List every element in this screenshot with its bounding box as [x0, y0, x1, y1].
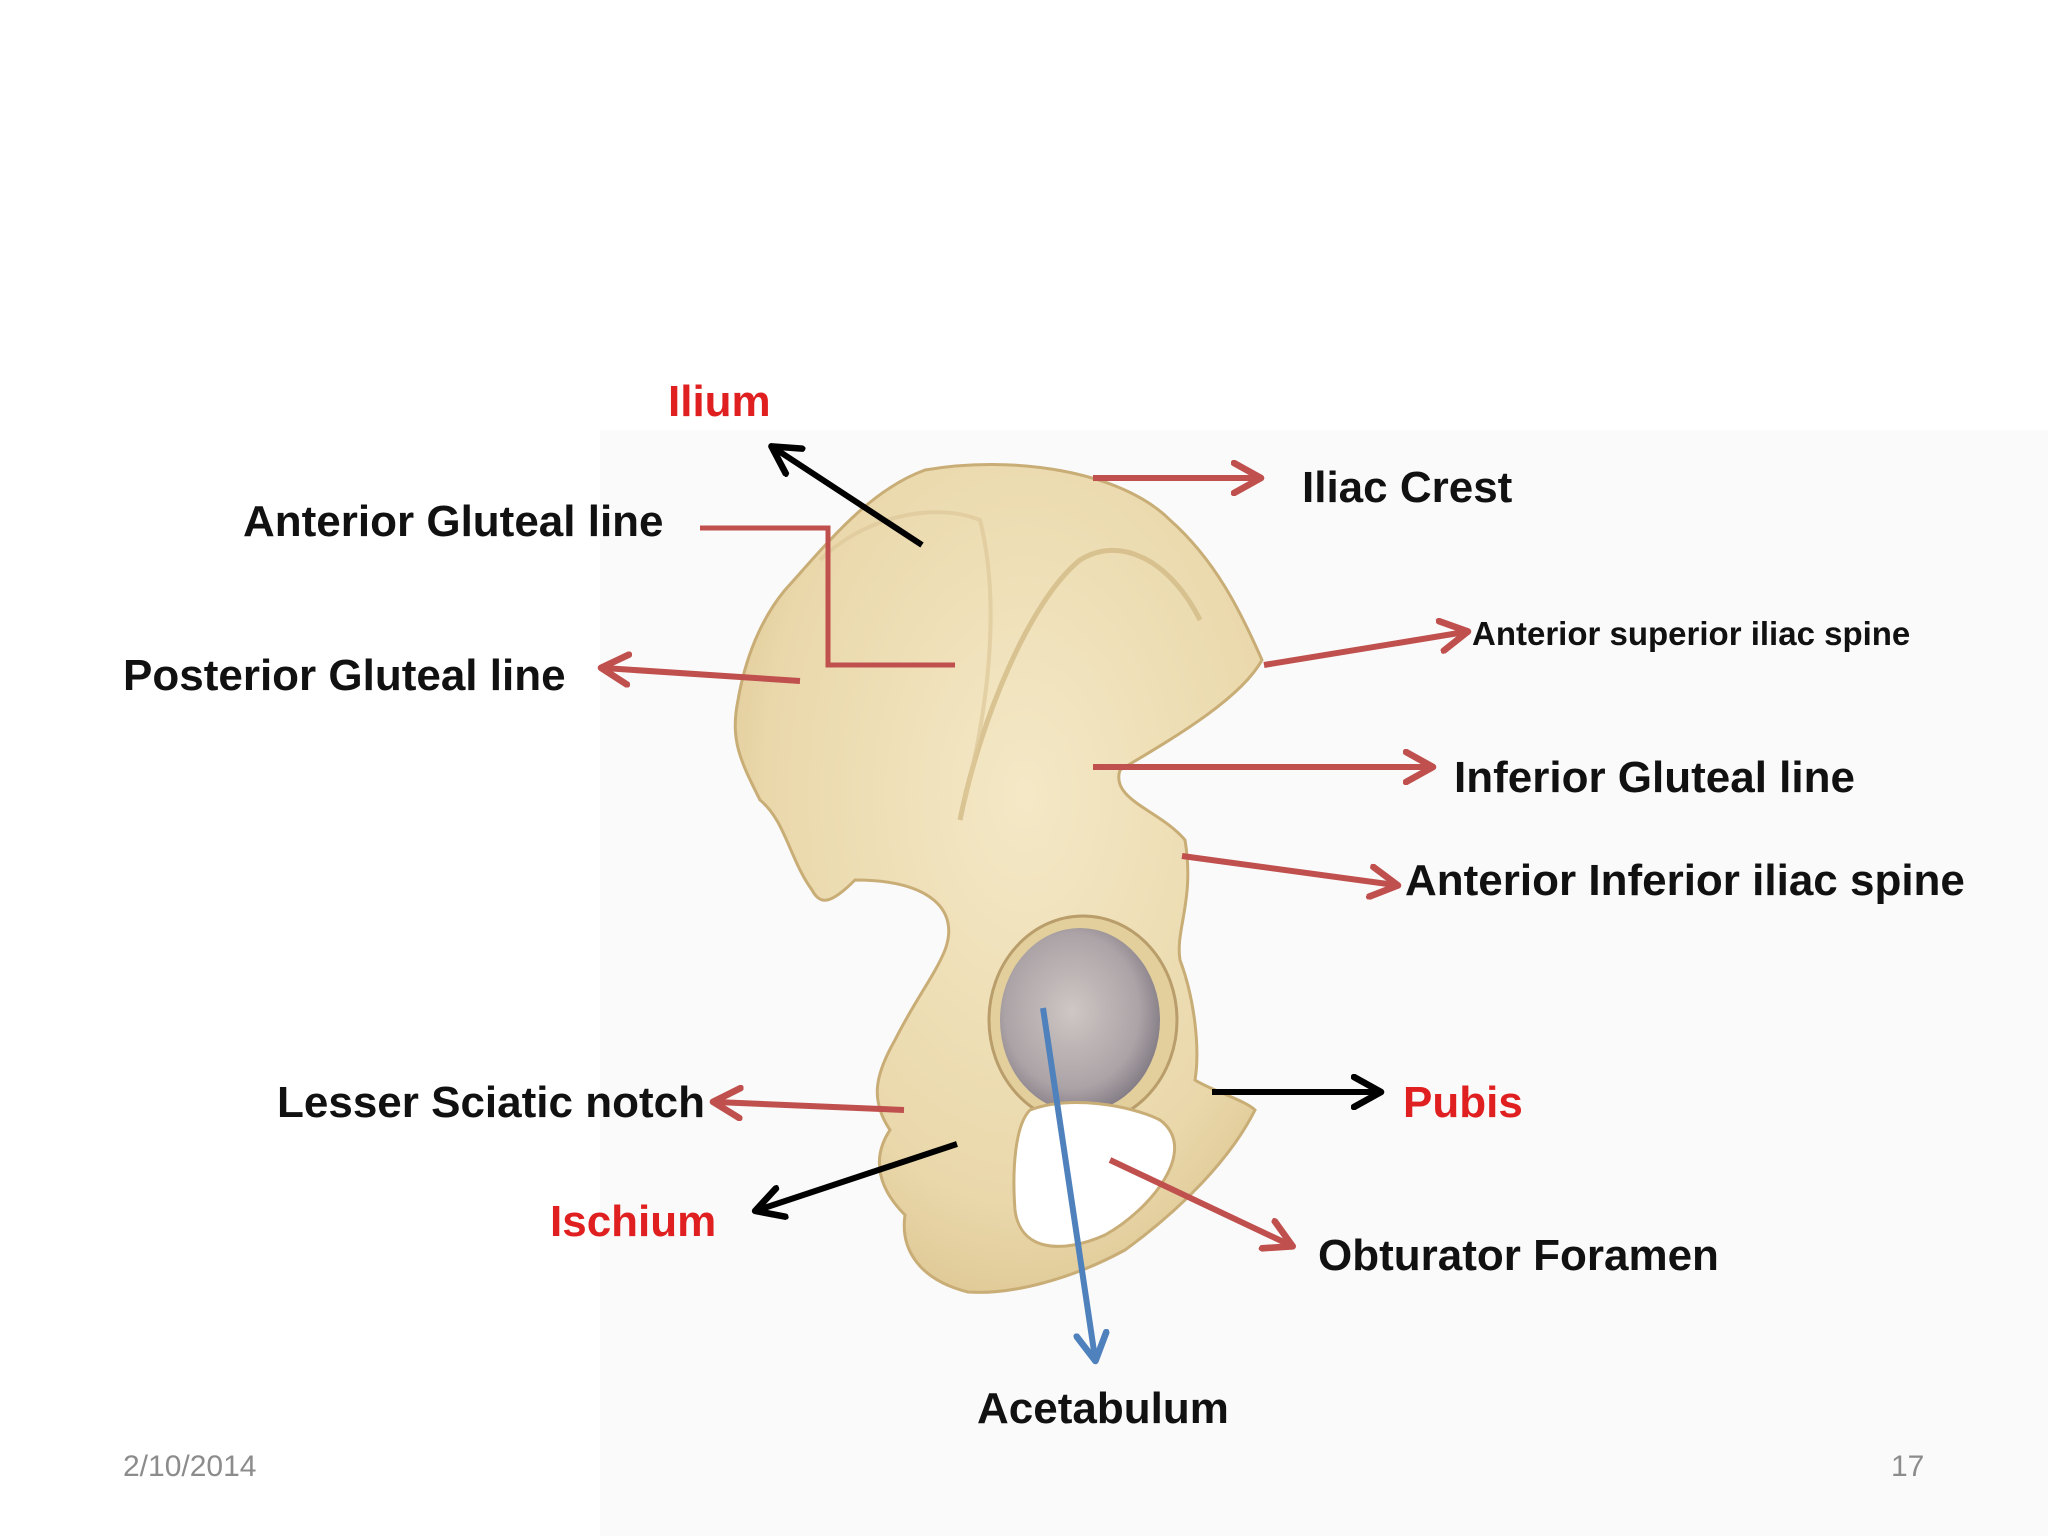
obturator-foramen-opening: [1012, 1101, 1176, 1248]
anterior-gluteal-line-connector: [700, 525, 955, 668]
iliac-wing-shading: [818, 510, 993, 801]
ilium-arrow: [774, 448, 924, 548]
label-lesser-sciatic-notch: Lesser Sciatic notch: [277, 1078, 705, 1127]
footer-date: 2/10/2014: [123, 1450, 257, 1483]
footer-page-number: 17: [1891, 1450, 1925, 1483]
iliac-wing-ridge: [957, 547, 1203, 821]
label-ischium: Ischium: [550, 1197, 717, 1246]
label-anterior-superior-iliac-spine: Anterior superior iliac spine: [1472, 615, 1911, 652]
label-iliac-crest: Iliac Crest: [1302, 463, 1513, 512]
acetabulum-cup: [1000, 928, 1160, 1112]
label-anterior-inferior-iliac-spine: Anterior Inferior iliac spine: [1405, 856, 1965, 905]
label-pubis: Pubis: [1403, 1078, 1523, 1127]
label-acetabulum: Acetabulum: [977, 1384, 1229, 1433]
acetabulum-arrow: [1040, 1007, 1095, 1358]
label-inferior-gluteal-line: Inferior Gluteal line: [1454, 753, 1855, 802]
anterior-inferior-iliac-spine-arrow: [1181, 853, 1395, 885]
lesser-sciatic-notch-arrow: [716, 1102, 905, 1110]
obturator-foramen-arrow: [1108, 1157, 1290, 1245]
label-anterior-gluteal-line: Anterior Gluteal line: [243, 497, 664, 546]
posterior-gluteal-line-arrow: [604, 668, 801, 681]
ischium-arrow: [758, 1141, 958, 1210]
anterior-superior-iliac-spine-arrow: [1263, 632, 1465, 668]
label-obturator-foramen: Obturator Foramen: [1318, 1231, 1719, 1280]
label-posterior-gluteal-line: Posterior Gluteal line: [123, 651, 566, 700]
label-ilium: Ilium: [668, 377, 771, 426]
